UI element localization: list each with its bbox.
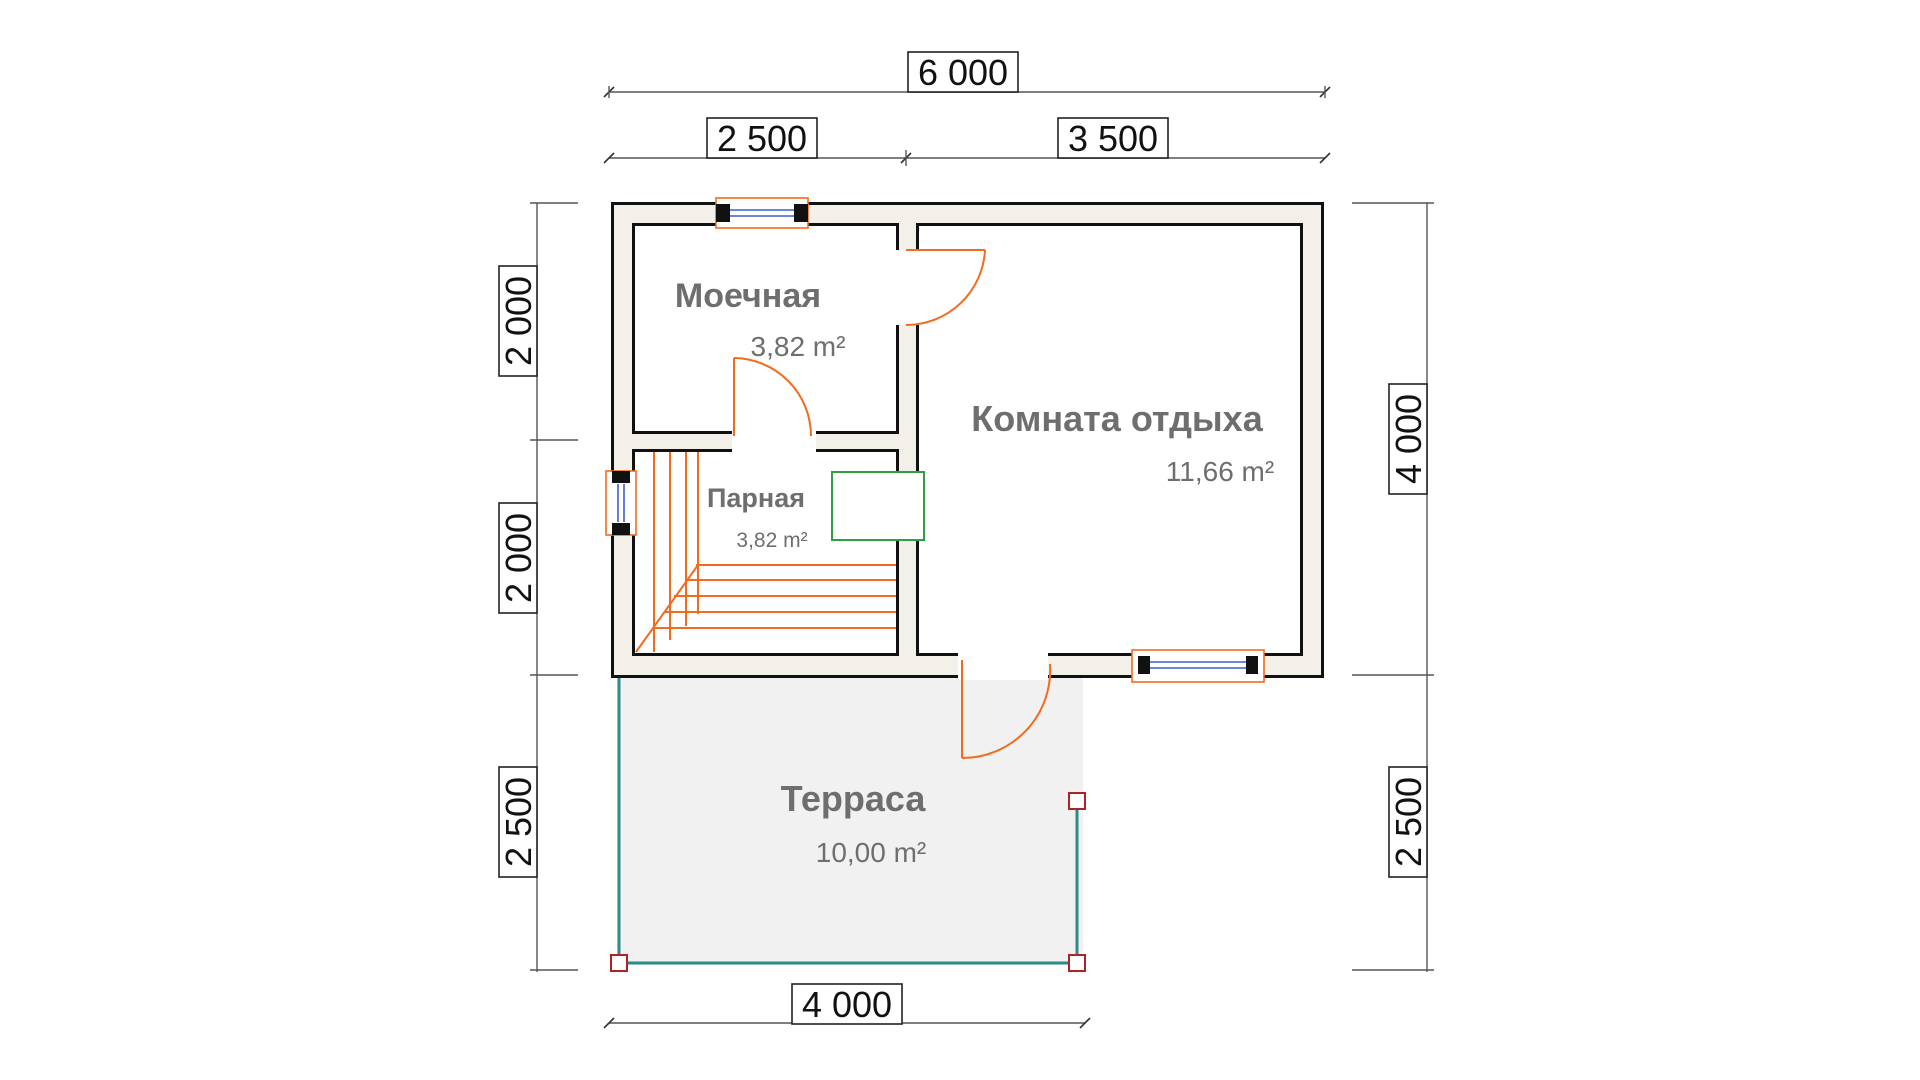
- washroom-floor: [635, 226, 896, 431]
- dim-label-right-upper: 4 000: [1388, 383, 1429, 495]
- dim-label-left-upper: 2 000: [498, 265, 539, 377]
- walls: [608, 199, 1324, 680]
- dim-label-bottom: 4 000: [791, 983, 903, 1025]
- dim-label-top-left: 2 500: [706, 117, 818, 159]
- svg-text:6 000: 6 000: [918, 52, 1008, 93]
- room-area: 3,82 m²: [751, 331, 846, 362]
- room-name: Терраса: [781, 778, 927, 819]
- steam-room-benches: [635, 452, 896, 653]
- room-name: Комната отдыха: [971, 398, 1263, 439]
- room-terrace: Терраса 10,00 m²: [781, 778, 927, 868]
- terrace-post: [1068, 792, 1086, 810]
- room-name: Моечная: [675, 277, 821, 315]
- dim-label-left-middle: 2 000: [498, 502, 539, 614]
- room-area: 10,00 m²: [816, 837, 927, 868]
- dim-label-top-right: 3 500: [1057, 117, 1169, 159]
- terrace-post: [610, 954, 628, 972]
- rest-room-floor: [919, 226, 1300, 653]
- room-rest: Комната отдыха 11,66 m²: [971, 398, 1274, 487]
- door-rest-to-terrace: [961, 660, 1052, 760]
- terrace: [610, 675, 1086, 972]
- room-washroom: Моечная 3,82 m²: [675, 277, 846, 362]
- room-steam: Парная 3,82 m²: [707, 483, 808, 552]
- svg-text:4 000: 4 000: [802, 984, 892, 1025]
- svg-text:2 500: 2 500: [1388, 777, 1429, 867]
- room-name: Парная: [707, 483, 805, 513]
- svg-text:2 000: 2 000: [498, 513, 539, 603]
- room-area: 3,82 m²: [736, 529, 807, 552]
- dim-label-left-lower: 2 500: [498, 766, 539, 878]
- door-washroom-to-steam: [733, 357, 812, 437]
- dim-label-right-lower: 2 500: [1388, 766, 1429, 878]
- svg-text:4 000: 4 000: [1388, 394, 1429, 484]
- door-washroom-to-rest: [905, 249, 986, 327]
- room-area: 11,66 m²: [1166, 456, 1274, 487]
- window-bottom: [1131, 649, 1265, 683]
- svg-text:2 500: 2 500: [498, 777, 539, 867]
- window-top: [715, 197, 809, 229]
- svg-text:2 500: 2 500: [717, 118, 807, 159]
- dim-label-top-total: 6 000: [907, 51, 1019, 93]
- svg-text:3 500: 3 500: [1068, 118, 1158, 159]
- terrace-post: [1068, 954, 1086, 972]
- svg-text:2 000: 2 000: [498, 276, 539, 366]
- sauna-stove: [831, 471, 925, 541]
- window-left: [605, 470, 637, 536]
